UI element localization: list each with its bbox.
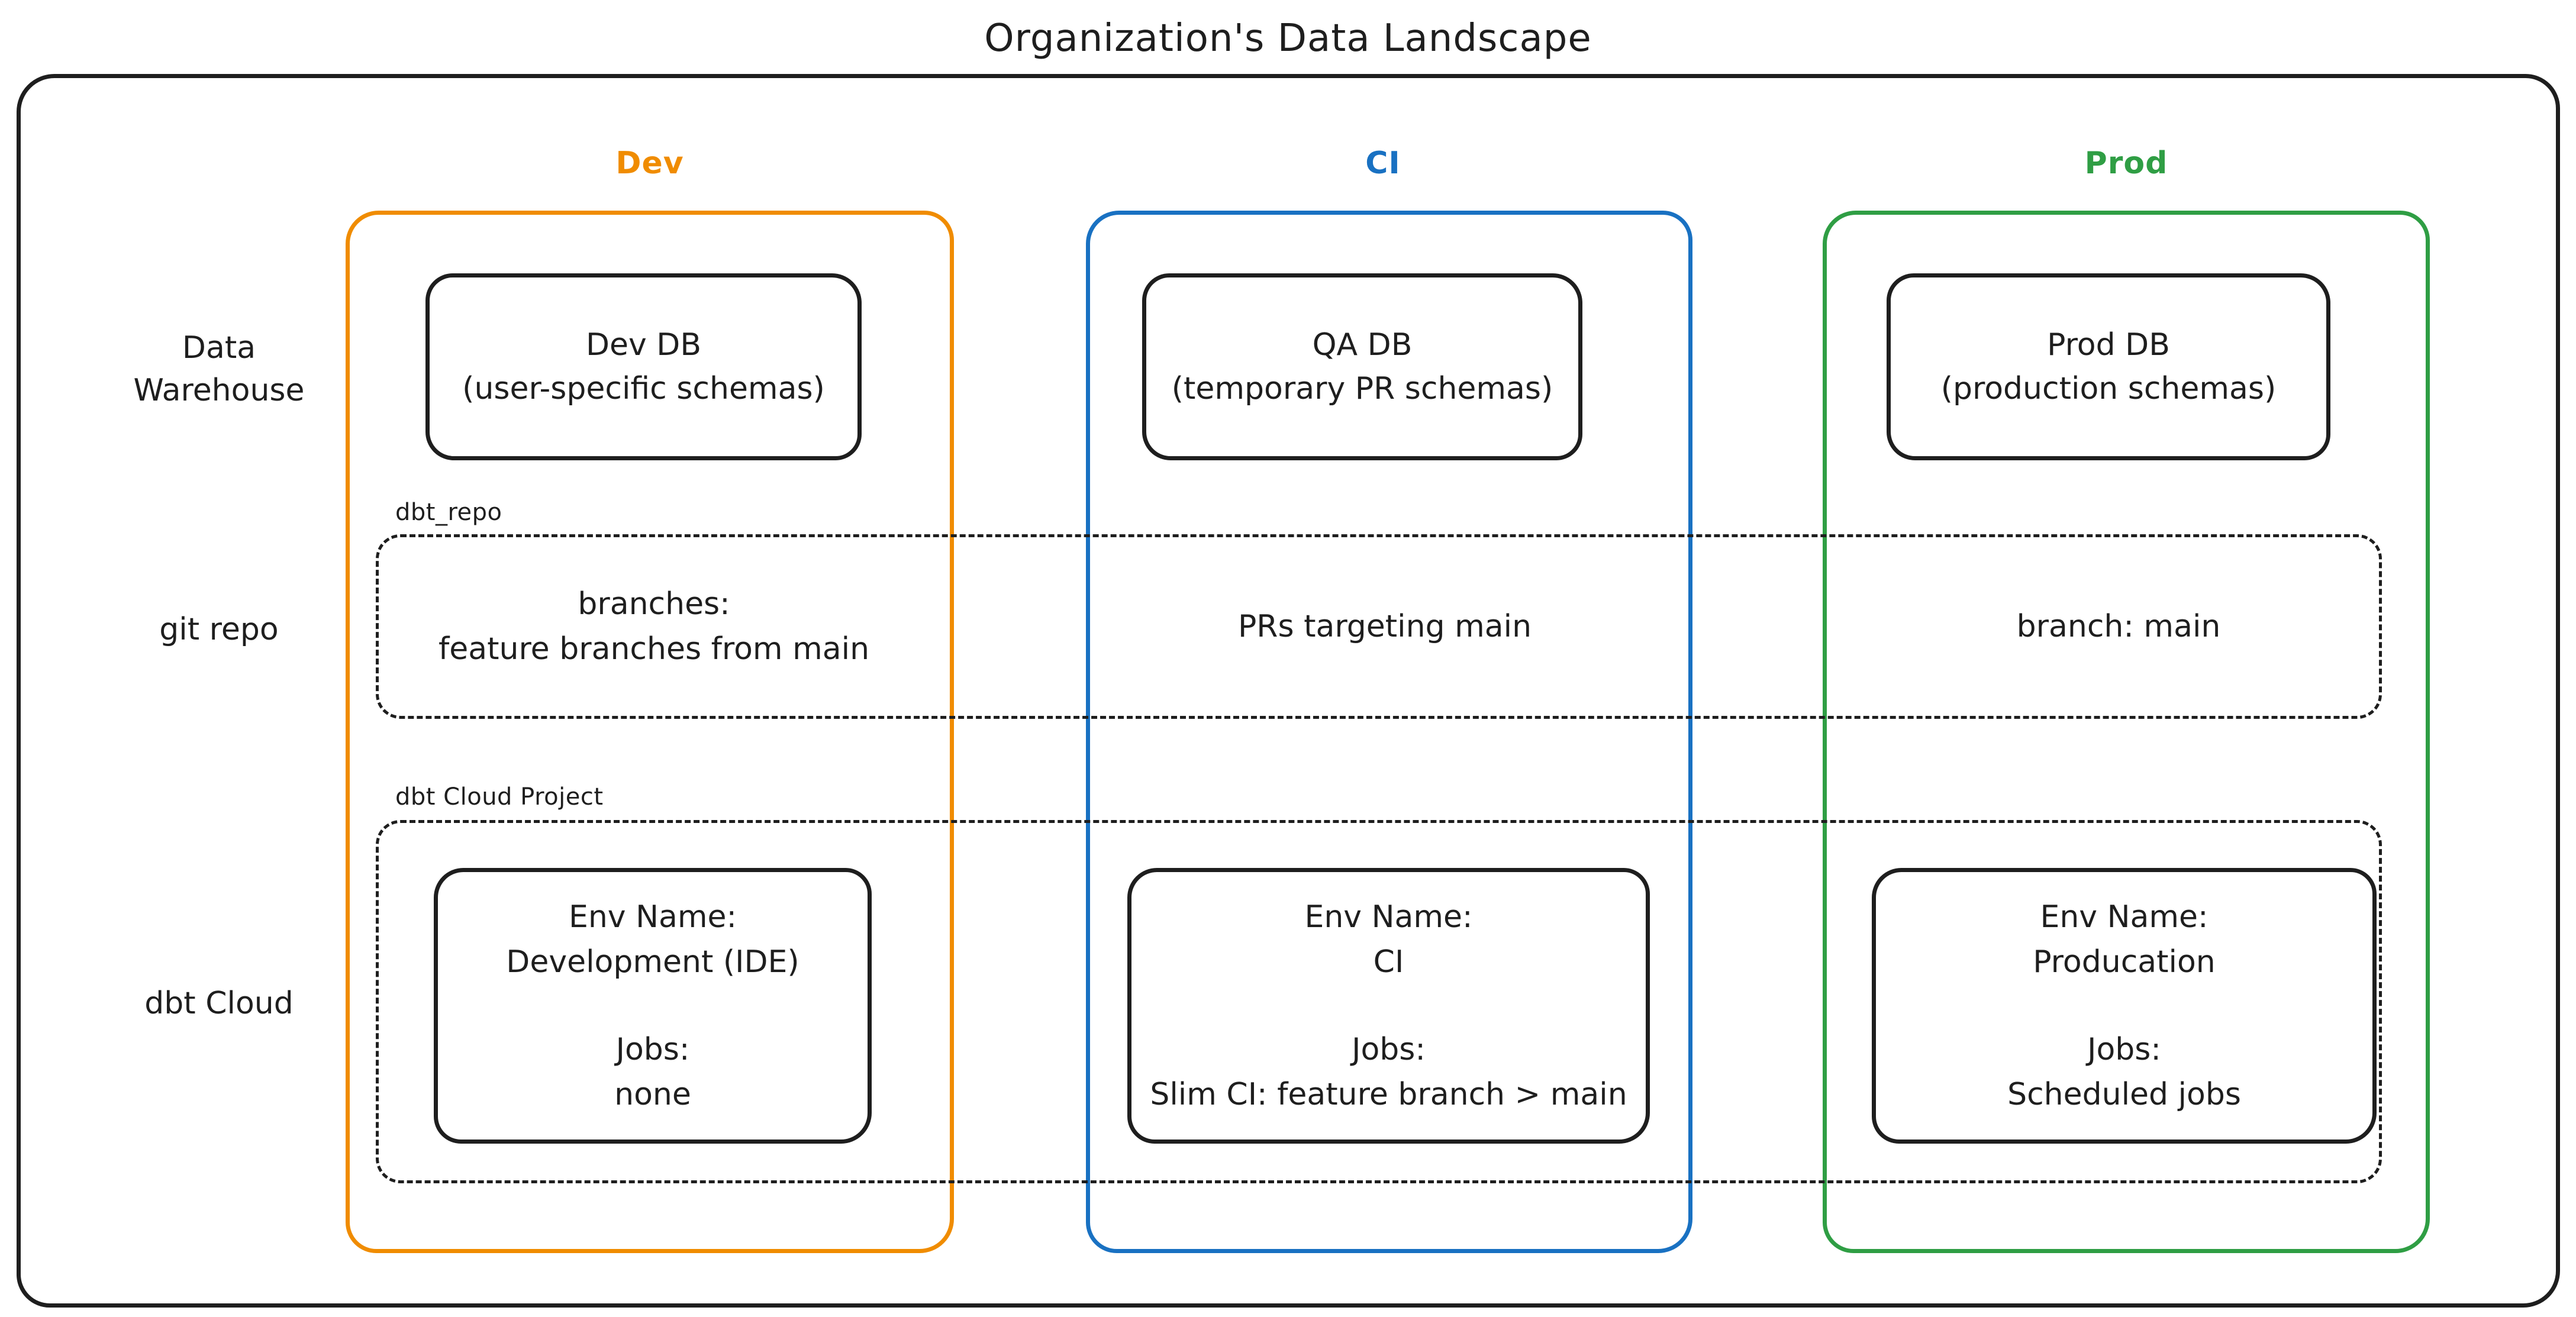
column-header-prod: Prod [2084,146,2168,181]
qa-db-subtitle: (temporary PR schemas) [1171,371,1553,406]
row-label-data-warehouse-line1: Data [182,330,256,366]
outer-frame [17,74,2560,1308]
dbt-cloud-dashed-box [376,820,2382,1183]
prod-jobs-label: Jobs: [2087,1032,2161,1067]
prod-env-label: Env Name: [2040,899,2209,935]
dev-db-box: Dev DB (user-specific schemas) [425,273,862,460]
ci-jobs-value: Slim CI: feature branch > main [1150,1077,1627,1112]
row-label-data-warehouse-line2: Warehouse [133,373,305,408]
ci-env-label: Env Name: [1304,899,1473,935]
column-box-ci [1086,211,1692,1253]
prod-db-title: Prod DB [2047,327,2170,363]
dbt-cloud-project-label: dbt Cloud Project [395,783,604,811]
dev-db-title: Dev DB [585,327,702,363]
dev-jobs-label: Jobs: [615,1032,690,1067]
column-header-ci: CI [1365,146,1401,181]
qa-db-box: QA DB (temporary PR schemas) [1142,273,1582,460]
prod-db-subtitle: (production schemas) [1940,371,2277,406]
git-repo-dev-line1: branches: [578,586,730,622]
git-repo-cell-dev: branches: feature branches from main [391,534,917,719]
prod-env-value: Producation [2033,944,2216,980]
git-repo-dashed-box [376,534,2382,719]
prod-jobs-value: Scheduled jobs [2007,1077,2241,1112]
row-label-git-repo: git repo [159,612,279,647]
prod-env-box: Env Name: Producation Jobs: Scheduled jo… [1872,868,2377,1144]
qa-db-title: QA DB [1312,327,1413,363]
column-box-prod [1823,211,2430,1253]
dbt-repo-label: dbt_repo [395,499,502,526]
dev-env-value: Development (IDE) [506,944,799,980]
column-header-dev: Dev [615,146,684,181]
git-repo-cell-ci: PRs targeting main [1237,609,1532,644]
dev-env-label: Env Name: [568,899,737,935]
dev-jobs-value: none [614,1077,691,1112]
git-repo-cell-prod: branch: main [2016,609,2221,644]
dev-db-subtitle: (user-specific schemas) [462,371,825,406]
column-box-dev [346,211,954,1253]
dev-env-box: Env Name: Development (IDE) Jobs: none [434,868,872,1144]
row-label-dbt-cloud: dbt Cloud [144,986,294,1021]
ci-jobs-label: Jobs: [1352,1032,1426,1067]
ci-env-box: Env Name: CI Jobs: Slim CI: feature bran… [1127,868,1650,1144]
prod-db-box: Prod DB (production schemas) [1887,273,2330,460]
row-label-data-warehouse: Data Warehouse [53,327,385,412]
git-repo-dev-line2: feature branches from main [438,631,870,667]
diagram-title: Organization's Data Landscape [984,17,1592,60]
ci-env-value: CI [1373,944,1404,980]
